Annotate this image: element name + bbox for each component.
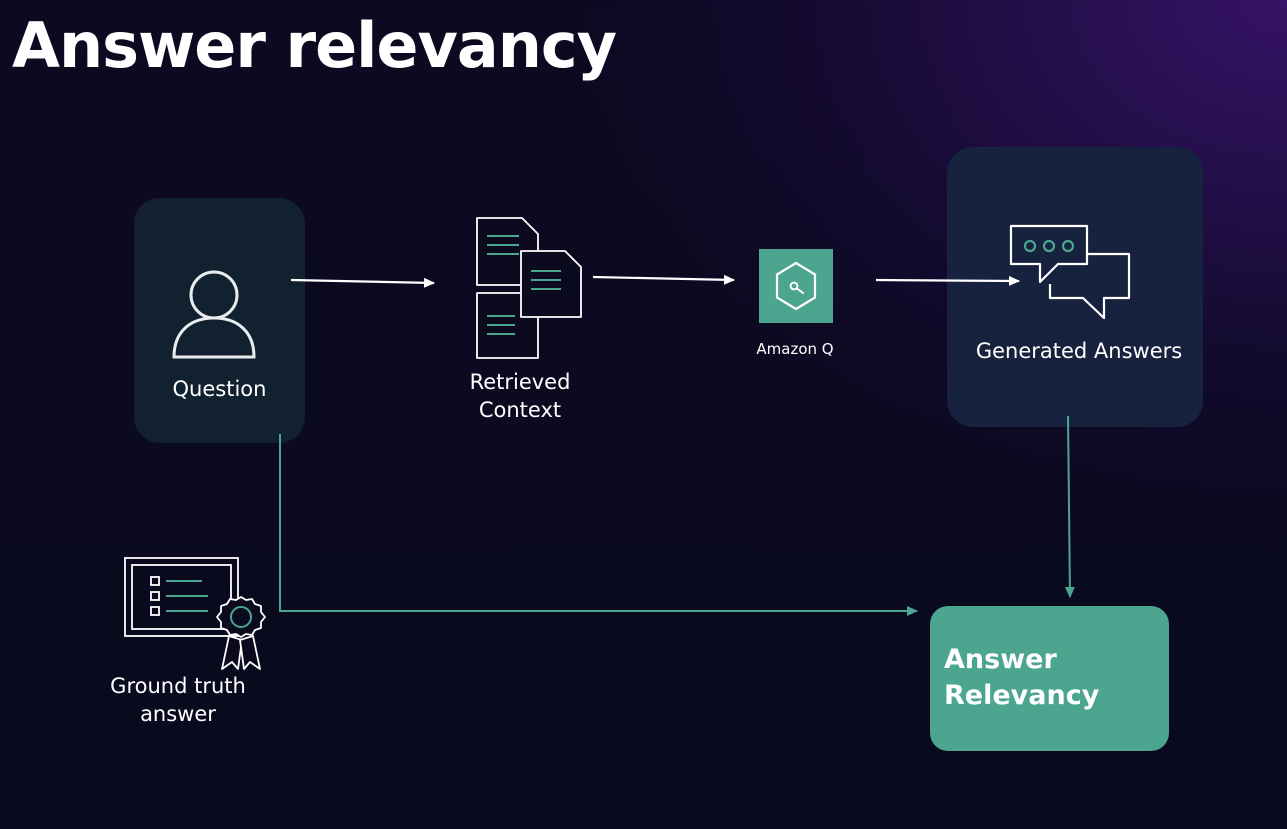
amazon-q-icon [759, 249, 833, 323]
user-icon [172, 270, 256, 359]
answer-relevancy-label: Answer Relevancy [944, 642, 1164, 714]
retrieved-context-label: Retrieved Context [440, 368, 600, 424]
generated-answers-card [947, 147, 1203, 427]
arrow-context-to-amazon-q [592, 274, 735, 285]
question-label: Question [172, 377, 267, 401]
amazon-q-label: Amazon Q [756, 340, 834, 358]
retrieved-context-label-line1: Retrieved [469, 370, 571, 394]
answer-relevancy-card [930, 606, 1169, 751]
arrow-question-to-context [290, 277, 435, 288]
answer-relevancy-label-line2: Relevancy [944, 680, 1100, 711]
connector-answers-to-relevancy [1064, 415, 1075, 598]
connector-question-to-relevancy [279, 434, 918, 616]
question-card [134, 198, 305, 443]
chat-bubbles-icon [1009, 224, 1131, 320]
documents-icon [476, 217, 582, 359]
generated-answers-label: Generated Answers [975, 339, 1183, 363]
arrow-amazon-q-to-answers [875, 275, 1020, 286]
ground-truth-label: Ground truth answer [80, 672, 276, 728]
certificate-icon [124, 557, 239, 637]
answer-relevancy-label-line1: Answer [944, 644, 1057, 675]
ground-truth-label-line1: Ground truth [110, 674, 246, 698]
ground-truth-label-line2: answer [140, 702, 216, 726]
page-title: Answer relevancy [12, 9, 617, 82]
retrieved-context-label-line2: Context [478, 398, 562, 422]
